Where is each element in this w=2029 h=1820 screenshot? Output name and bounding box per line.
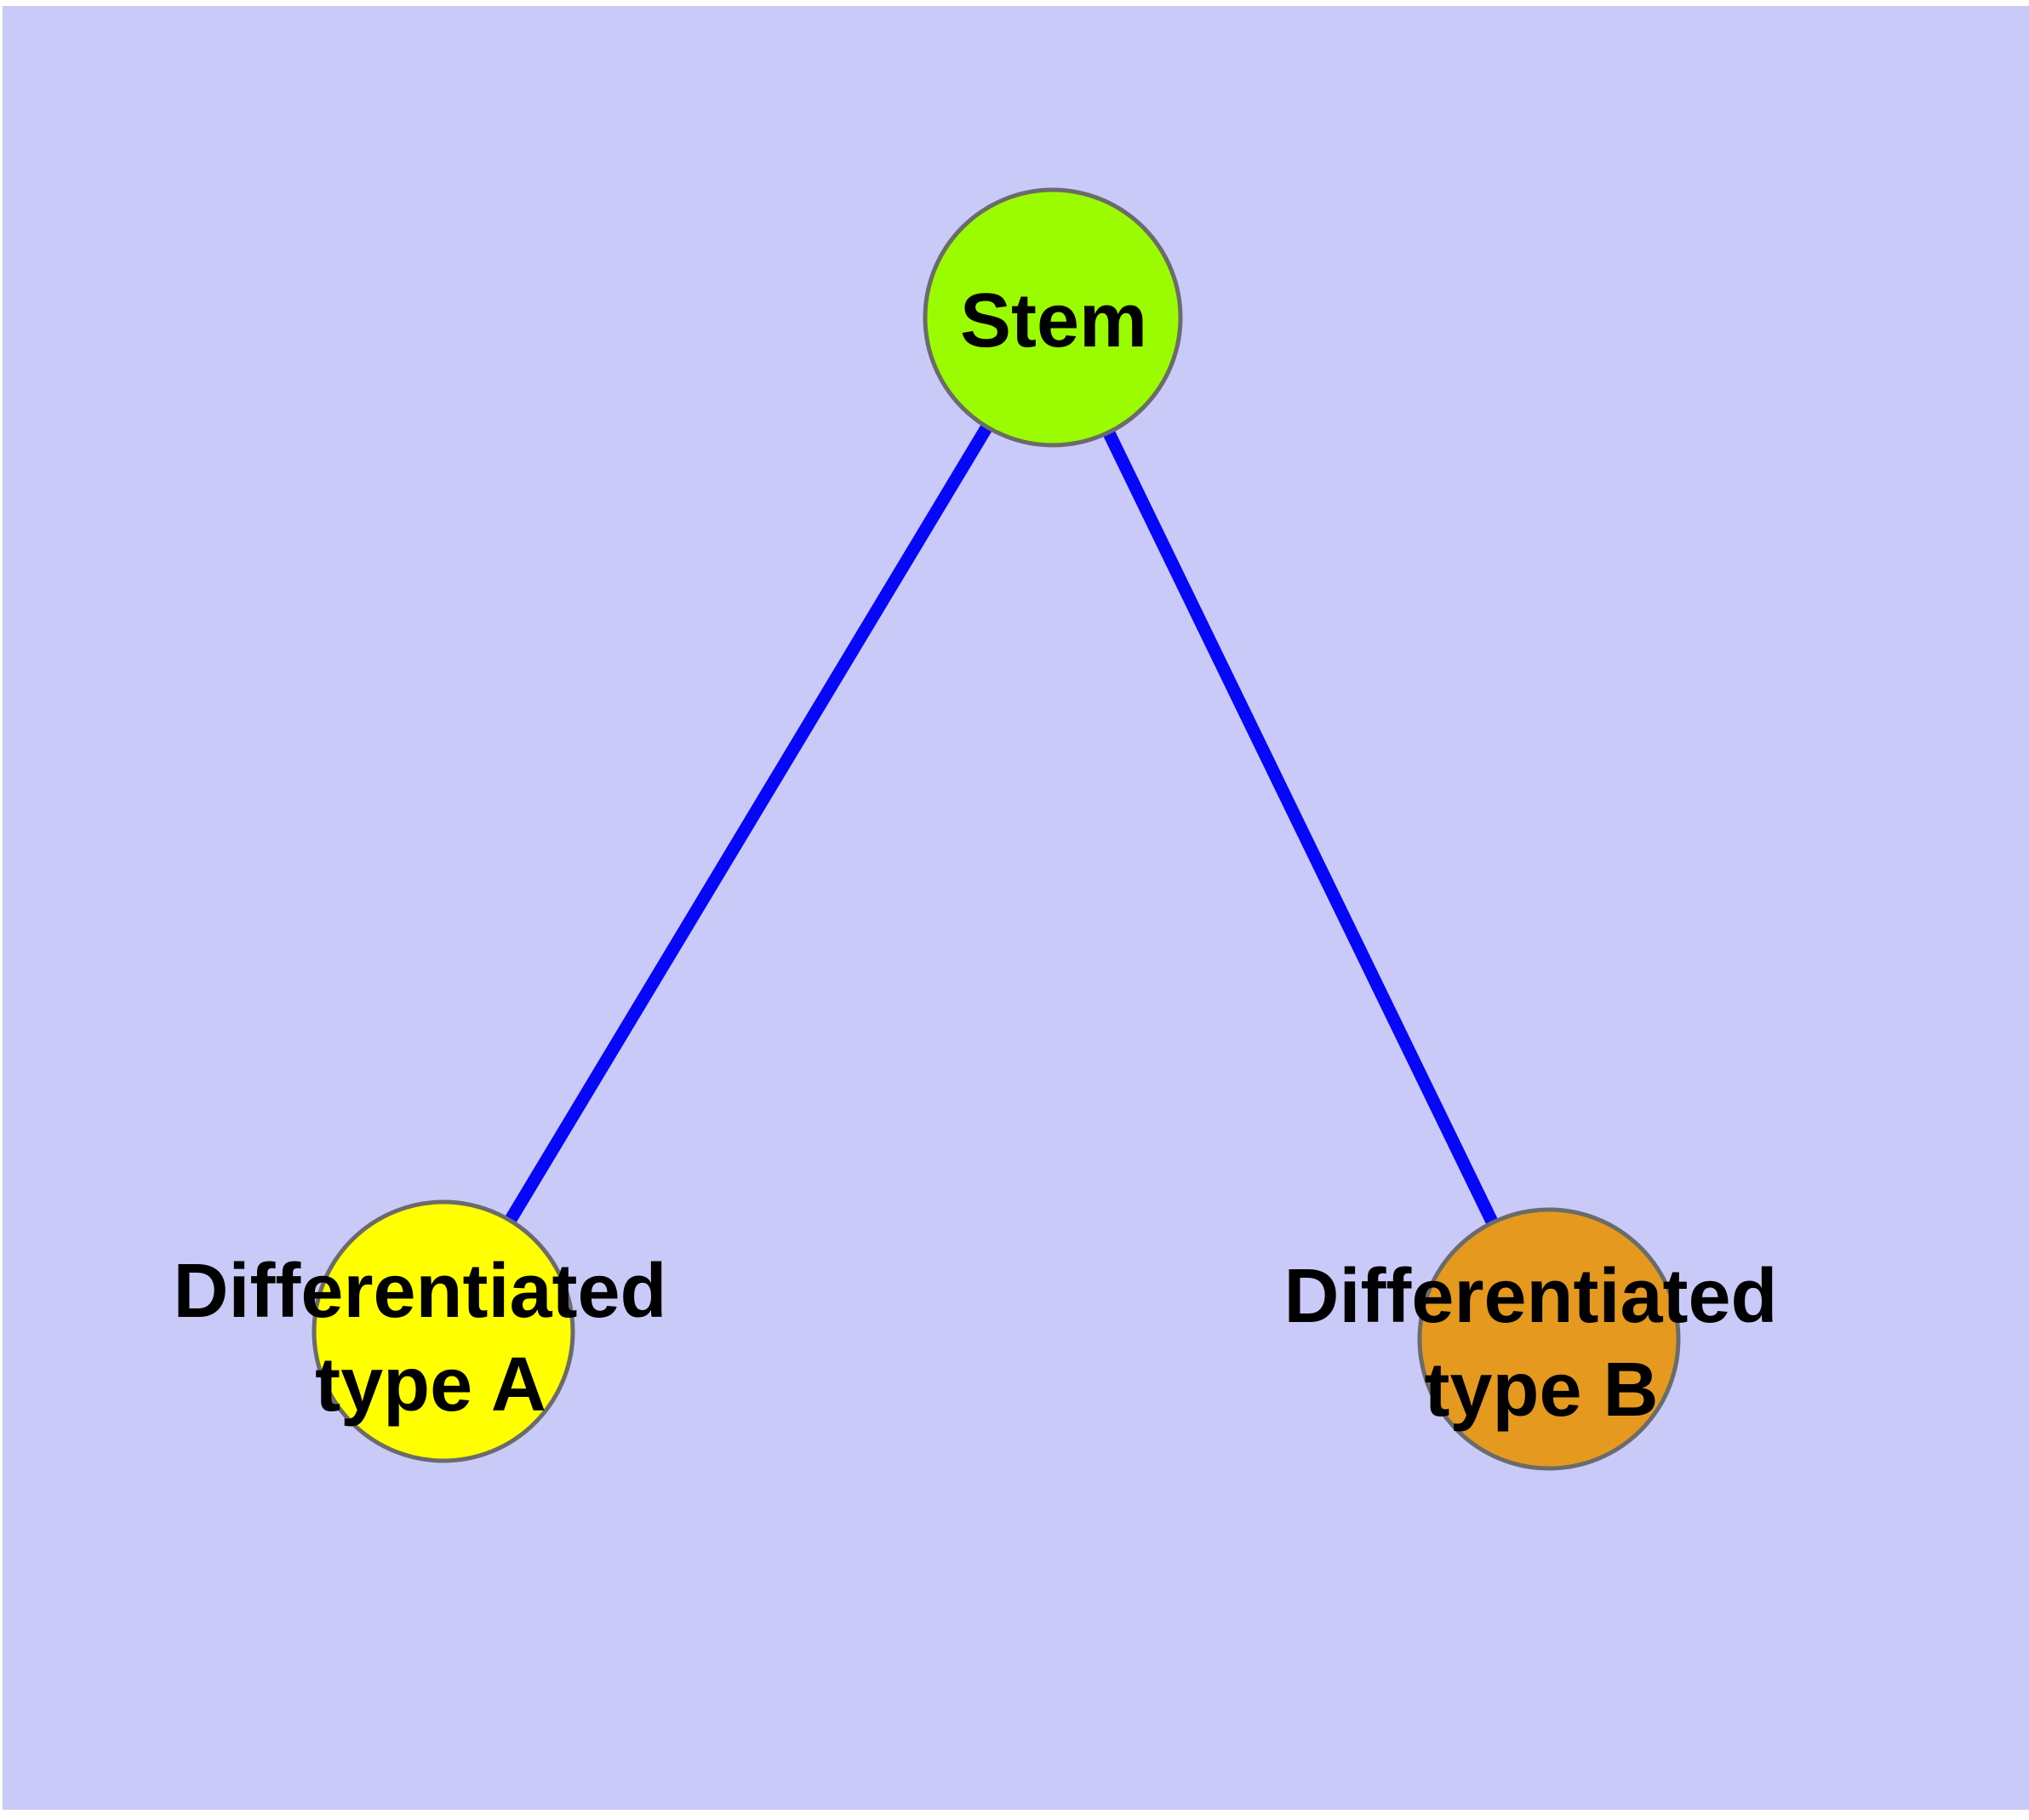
differentiated-type-a-node-circle: [311, 1199, 575, 1463]
differentiated-type-b-label-line-1: Differentiated: [1283, 1254, 1777, 1339]
differentiated-type-a-node-label: Differentiated type A: [173, 1249, 688, 1428]
differentiated-type-b-node-circle: [1417, 1207, 1681, 1471]
differentiated-type-a-label-line-2: type A: [315, 1342, 546, 1428]
edge-stem-to-type-a: [437, 314, 1059, 1335]
differentiated-type-b-node-label: Differentiated type B: [1283, 1254, 1798, 1433]
stem-node-label: Stem: [960, 278, 1147, 363]
differentiated-type-a-label-line-1: Differentiated: [173, 1249, 666, 1334]
edge-stem-to-type-b: [1047, 314, 1555, 1342]
stem-node-circle: [923, 187, 1183, 448]
differentiated-type-b-label-line-2: type B: [1424, 1348, 1658, 1433]
